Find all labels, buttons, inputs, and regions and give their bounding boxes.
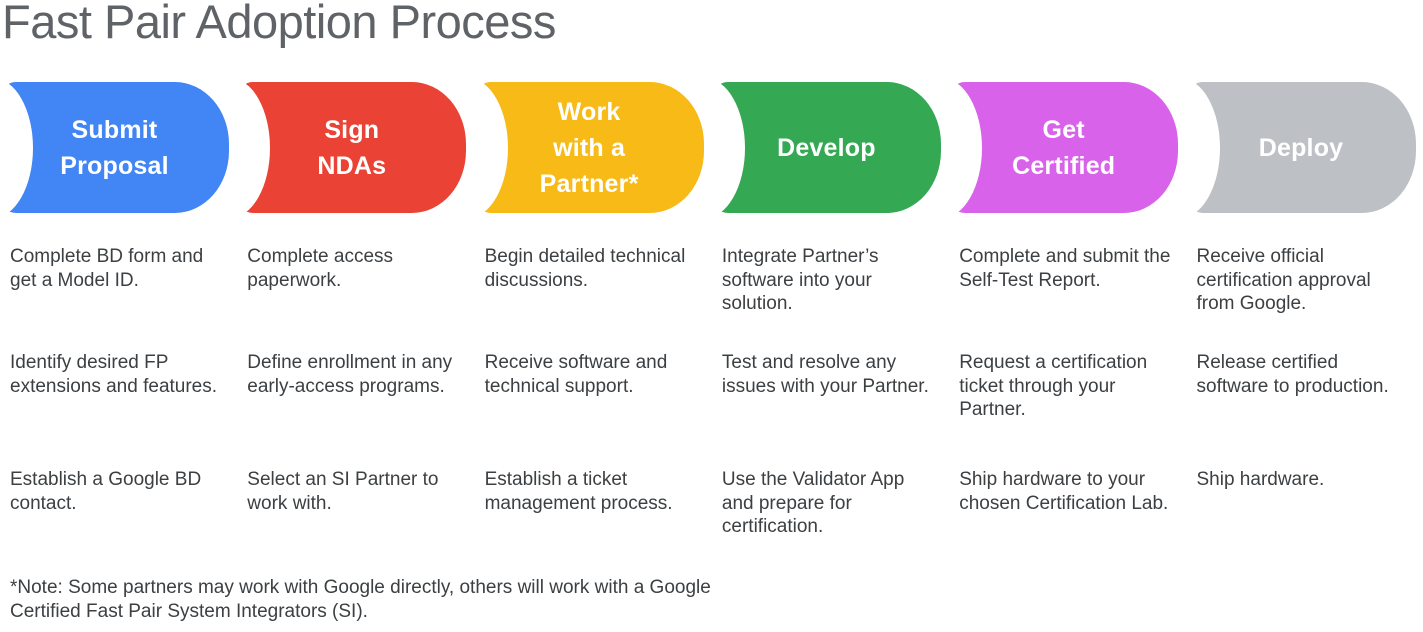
stage-shape-work-with-a-partner xyxy=(474,82,704,213)
step-text-deploy-2: Release certified software to production… xyxy=(1196,352,1389,397)
stage-label-sign-ndas: Sign NDAs xyxy=(317,115,387,180)
stage-shape-deploy xyxy=(1186,82,1416,213)
step-text-submit-proposal-2: Identify desired FP extensions and featu… xyxy=(10,352,218,397)
step-text-submit-proposal-3: Establish a Google BD contact. xyxy=(10,469,202,514)
process-band: Submit Proposal Sign NDAs Work with a Part… xyxy=(0,77,1423,218)
stage-label-submit-proposal: Submit Proposal xyxy=(60,115,169,180)
step-text-get-certified-2: Request a certification ticket through y… xyxy=(959,352,1148,420)
step-text-get-certified-1: Complete and submit the Self-Test Report… xyxy=(959,246,1171,291)
stage-shape-submit-proposal xyxy=(0,82,229,213)
step-text-sign-ndas-2: Define enrollment in any early-access pr… xyxy=(247,352,453,397)
step-text-develop-1: Integrate Partner’s software into your s… xyxy=(721,246,879,314)
step-text-submit-proposal-1: Complete BD form and get a Model ID. xyxy=(10,246,204,291)
footnote: *Note: Some partners may work with Googl… xyxy=(10,577,711,622)
stage-shape-get-certified xyxy=(949,82,1179,213)
page-title: Fast Pair Adoption Process xyxy=(2,0,556,48)
step-text-develop-2: Test and resolve any issues with your Pa… xyxy=(721,352,929,397)
step-text-develop-3: Use the Validator App and prepare for ce… xyxy=(721,469,905,537)
step-text-work-with-a-partner-2: Receive software and technical support. xyxy=(484,352,668,397)
step-text-work-with-a-partner-3: Establish a ticket management process. xyxy=(484,469,673,514)
stage-label-work-with-a-partner: Work with a Partner* xyxy=(539,97,639,198)
stage-shape-sign-ndas xyxy=(237,82,467,213)
stage-label-deploy: Deploy xyxy=(1258,133,1344,162)
stage-label-develop: Develop xyxy=(777,133,876,162)
step-text-work-with-a-partner-1: Begin detailed technical discussions. xyxy=(484,246,686,291)
step-text-deploy-1: Receive official certification approval … xyxy=(1196,246,1371,314)
stage-shape-develop xyxy=(711,82,941,213)
step-text-get-certified-3: Ship hardware to your chosen Certificati… xyxy=(959,469,1169,514)
step-text-sign-ndas-1: Complete access paperwork. xyxy=(247,246,394,291)
step-text-deploy-3: Ship hardware. xyxy=(1196,469,1325,490)
step-text-sign-ndas-3: Select an SI Partner to work with. xyxy=(247,469,439,514)
stage-label-get-certified: Get Certified xyxy=(1012,115,1116,180)
